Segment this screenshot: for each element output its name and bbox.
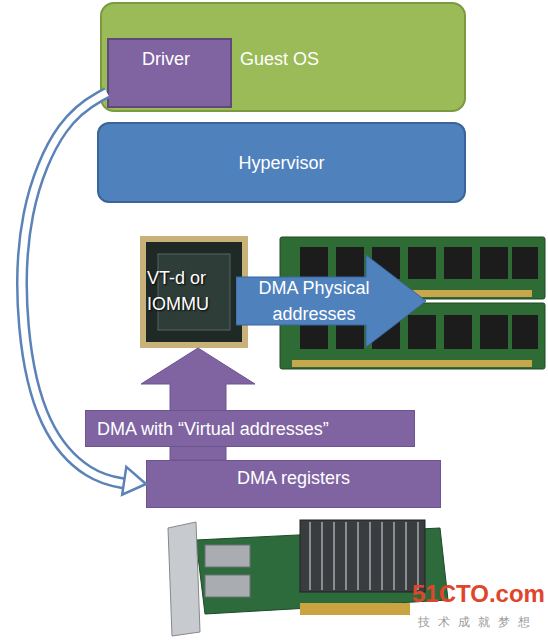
dma-registers-bar: DMA registers bbox=[146, 460, 441, 508]
network-card bbox=[168, 520, 448, 636]
ram-chip bbox=[300, 247, 328, 279]
virtual-address-banner: DMA with “Virtual addresses” bbox=[85, 410, 415, 447]
iommu-chip: VT-d or IOMMU bbox=[140, 236, 248, 348]
node-label: DMA registers bbox=[147, 465, 440, 491]
chip-outline bbox=[140, 236, 248, 348]
guest-os-box: Guest OS Driver bbox=[100, 2, 466, 112]
watermark-slogan: 技术成就梦想 bbox=[418, 614, 538, 631]
node-label: DMA Physical addresses bbox=[248, 275, 380, 327]
chip-die bbox=[158, 254, 230, 330]
curved-arrow bbox=[22, 93, 146, 495]
ram-chip bbox=[444, 315, 472, 349]
block-arrow-shape bbox=[141, 348, 255, 460]
node-label: Guest OS bbox=[240, 46, 319, 72]
arrow-outline bbox=[22, 93, 128, 484]
ram-chip bbox=[408, 247, 436, 279]
physical-address-arrow: DMA Physical addresses bbox=[236, 255, 426, 347]
block-arrow-shape bbox=[236, 255, 426, 347]
ram-chip bbox=[444, 247, 472, 279]
heatsink-fins bbox=[310, 522, 418, 590]
port-cage bbox=[205, 545, 250, 567]
node-label: Driver bbox=[142, 46, 190, 72]
node-label: VT-d or IOMMU bbox=[147, 265, 245, 317]
port-cage bbox=[205, 575, 250, 597]
arrow-body bbox=[22, 93, 128, 484]
heatsink bbox=[300, 520, 425, 592]
ram-contacts bbox=[292, 360, 532, 367]
card-bracket bbox=[168, 522, 200, 636]
node-label: DMA with “Virtual addresses” bbox=[97, 416, 329, 442]
ram-chip bbox=[480, 247, 508, 279]
ram-chip bbox=[480, 315, 508, 349]
chip-pins bbox=[140, 236, 248, 348]
ram-chip bbox=[408, 315, 436, 349]
watermark-logo: 51CTO.com bbox=[412, 580, 545, 608]
ram-chip bbox=[512, 247, 538, 279]
chip-package bbox=[146, 242, 242, 342]
driver-box: Driver bbox=[107, 38, 232, 108]
arrow-outline bbox=[236, 255, 426, 347]
node-label: Hypervisor bbox=[99, 150, 464, 176]
ram-chip bbox=[512, 315, 538, 349]
hypervisor-box: Hypervisor bbox=[97, 122, 466, 203]
arrow-head bbox=[122, 467, 146, 495]
edge-connector bbox=[300, 603, 410, 615]
ram-chip bbox=[336, 247, 364, 279]
block-arrow bbox=[141, 348, 255, 460]
